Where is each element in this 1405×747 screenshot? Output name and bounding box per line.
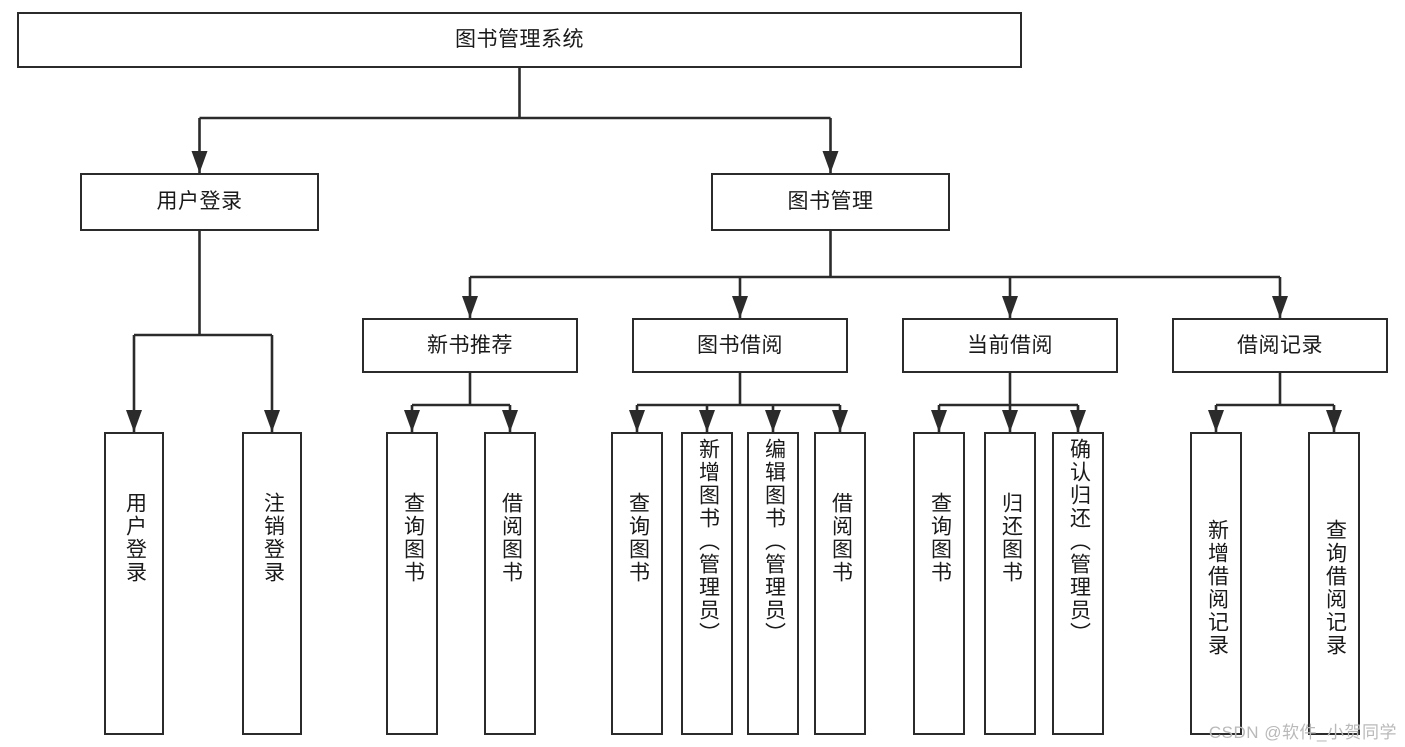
node-label: 新增图书（管理员） [696,438,720,645]
node-label: 查询图书 [928,492,952,584]
node-label: 借阅记录 [1237,333,1323,357]
node-label: 编辑图书（管理员） [762,438,786,645]
arrowhead-icon [1272,296,1288,318]
node-leaf-query-book-1[interactable]: 查询图书 [386,432,438,735]
node-label: 查询图书 [626,492,650,584]
node-current-borrow[interactable]: 当前借阅 [902,318,1118,373]
node-label: 当前借阅 [967,333,1053,357]
node-borrow-record[interactable]: 借阅记录 [1172,318,1388,373]
node-label: 查询借阅记录 [1323,519,1347,657]
watermark-label: CSDN @软件_小贺同学 [1208,723,1397,742]
arrowhead-icon [832,410,848,432]
node-leaf-user-login[interactable]: 用户登录 [104,432,164,735]
arrowhead-icon [1002,410,1018,432]
arrowhead-icon [765,410,781,432]
node-root[interactable]: 图书管理系统 [17,12,1022,68]
node-leaf-borrow-book-2[interactable]: 借阅图书 [814,432,866,735]
node-label: 借阅图书 [499,492,523,584]
node-leaf-return-book[interactable]: 归还图书 [984,432,1036,735]
node-label: 新书推荐 [427,333,513,357]
node-new-book-recommend[interactable]: 新书推荐 [362,318,578,373]
node-leaf-edit-book[interactable]: 编辑图书（管理员） [747,432,799,735]
node-book-borrow[interactable]: 图书借阅 [632,318,848,373]
arrowhead-icon [732,296,748,318]
arrowhead-icon [462,296,478,318]
node-user-login[interactable]: 用户登录 [80,173,319,231]
node-leaf-borrow-book-1[interactable]: 借阅图书 [484,432,536,735]
node-label: 图书借阅 [697,333,783,357]
arrowhead-icon [126,410,142,432]
node-label: 用户登录 [156,190,243,214]
node-label: 确认归还（管理员） [1067,438,1091,645]
node-leaf-confirm-return[interactable]: 确认归还（管理员） [1052,432,1104,735]
arrowhead-icon [1002,296,1018,318]
arrowhead-icon [1326,410,1342,432]
arrowhead-icon [264,410,280,432]
node-book-manage[interactable]: 图书管理 [711,173,950,231]
node-label: 查询图书 [401,492,425,584]
node-label: 图书管理系统 [455,28,584,52]
arrowhead-icon [931,410,947,432]
node-leaf-add-book[interactable]: 新增图书（管理员） [681,432,733,735]
arrowhead-icon [822,151,839,173]
node-label: 新增借阅记录 [1205,519,1229,657]
node-leaf-add-borrow-record[interactable]: 新增借阅记录 [1190,432,1242,735]
node-label: 用户登录 [123,492,147,584]
node-leaf-query-borrow-record[interactable]: 查询借阅记录 [1308,432,1360,735]
node-label: 借阅图书 [829,492,853,584]
arrowhead-icon [502,410,518,432]
node-label: 注销登录 [261,492,285,584]
node-leaf-query-book-3[interactable]: 查询图书 [913,432,965,735]
node-label: 图书管理 [787,190,874,214]
arrowhead-icon [191,151,208,173]
arrowhead-icon [629,410,645,432]
arrowhead-icon [1208,410,1224,432]
node-leaf-user-logout[interactable]: 注销登录 [242,432,302,735]
arrowhead-icon [699,410,715,432]
arrowhead-icon [1070,410,1086,432]
arrowhead-icon [404,410,420,432]
node-leaf-query-book-2[interactable]: 查询图书 [611,432,663,735]
node-label: 归还图书 [999,492,1023,584]
